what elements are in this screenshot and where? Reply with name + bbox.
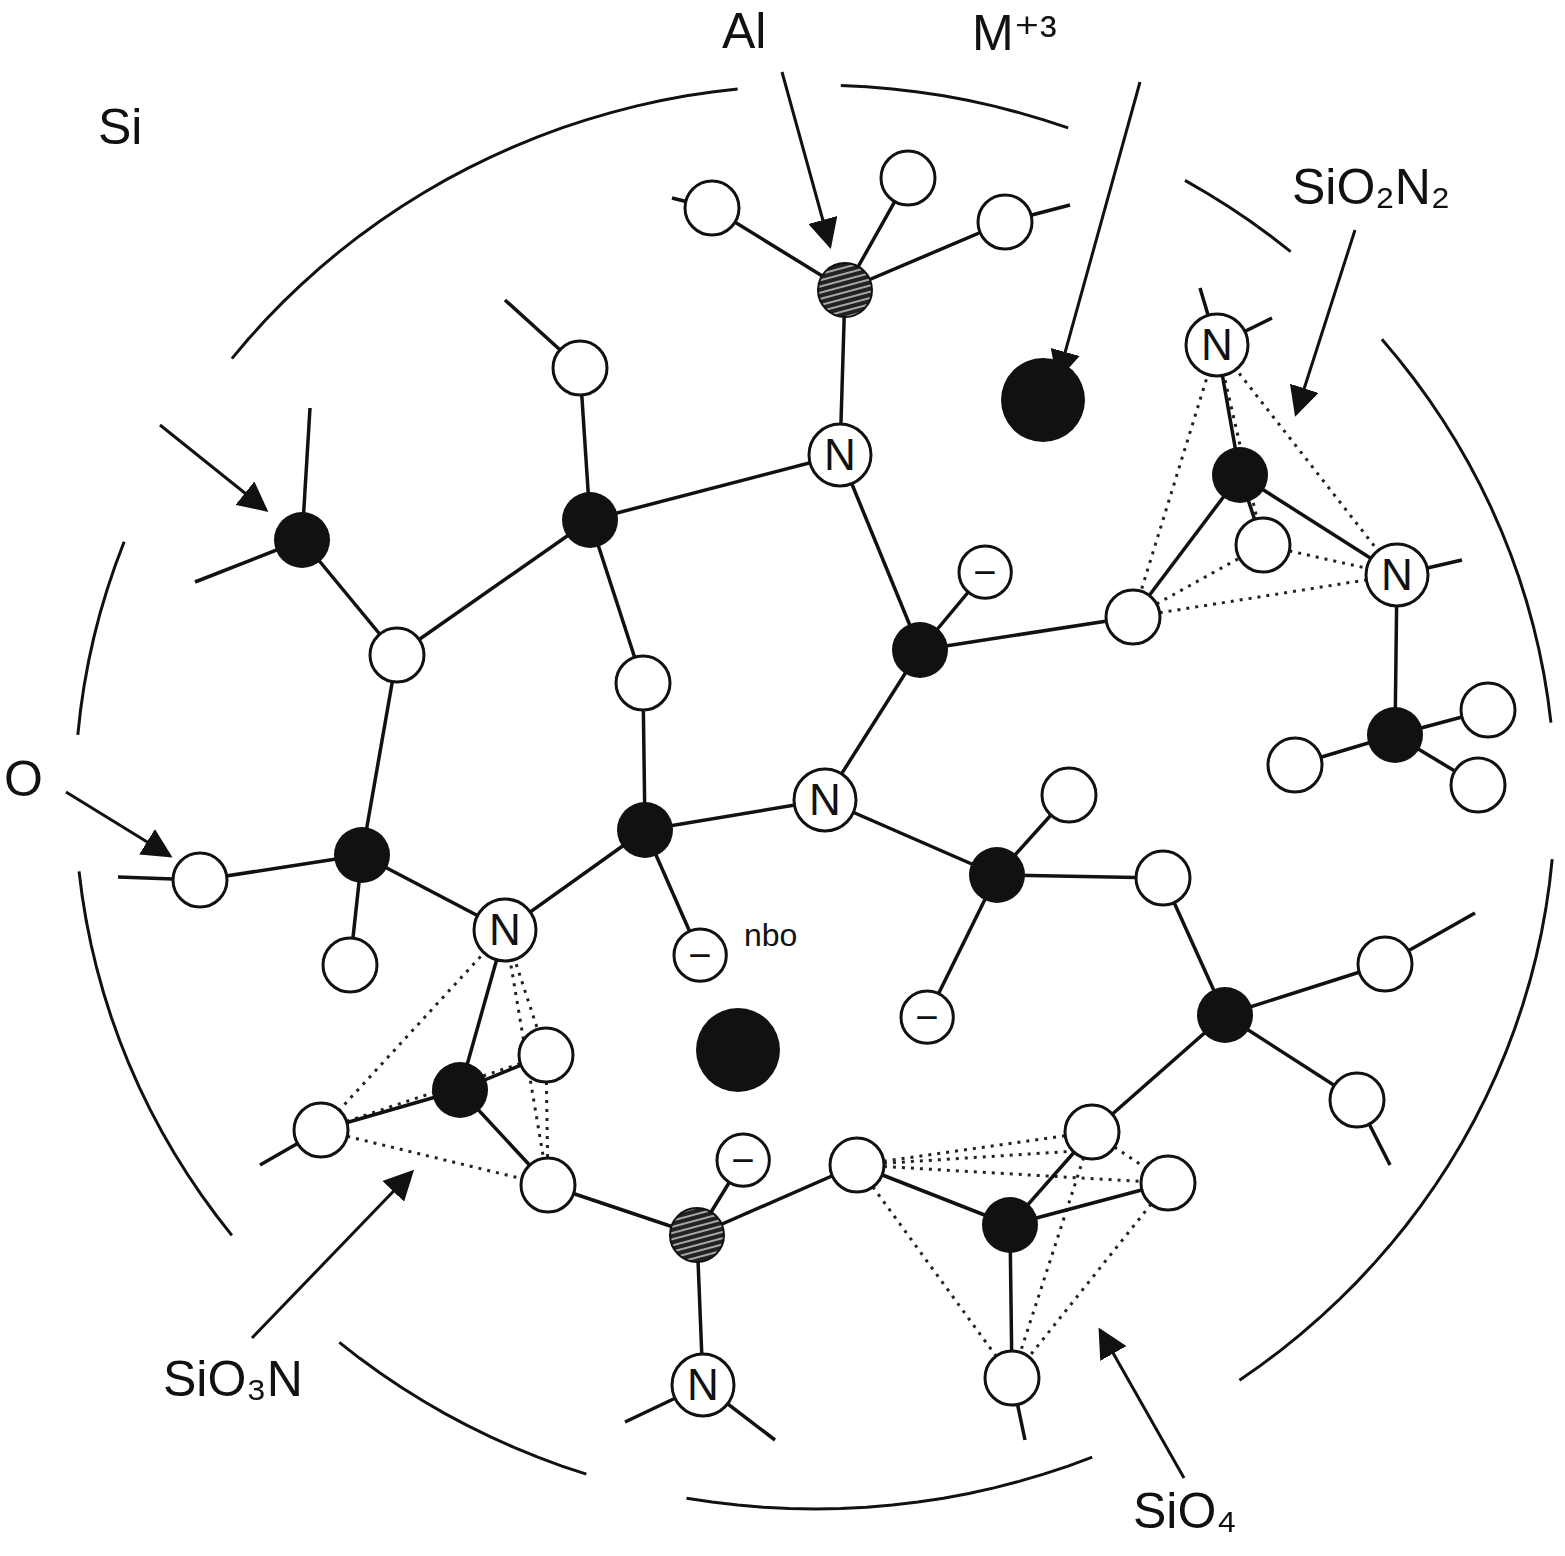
boundary-circle [78, 85, 1552, 1509]
atom-circle [794, 769, 856, 831]
nitrogen-atom: N [792, 767, 858, 833]
atom-symbol: N [824, 433, 856, 477]
nonbridging-oxygen: − [715, 1132, 771, 1188]
atom-symbol: − [688, 935, 711, 975]
boundary-arc [687, 1457, 1093, 1509]
atom-symbol: N [687, 1363, 719, 1407]
tetrahedron-outline [321, 345, 1397, 1378]
atom-symbol: N [809, 778, 841, 822]
atom-circle [959, 546, 1011, 598]
nitrogen-atom: N [807, 422, 873, 488]
boundary-arc [1185, 180, 1291, 251]
bond [118, 178, 1488, 1440]
boundary-arc [1382, 339, 1551, 722]
nonbridging-oxygen: − [672, 927, 728, 983]
nonbridging-oxygen: − [957, 544, 1013, 600]
oxygen-atom [173, 151, 1515, 1405]
nonbridging-oxygen: − [899, 989, 955, 1045]
atom-circle [717, 1134, 769, 1186]
nitrogen-atom: N [670, 1352, 736, 1418]
atom-circle [1366, 544, 1428, 606]
boundary-arc [841, 85, 1068, 128]
nitrogen-atom: N [472, 897, 538, 963]
atom-circle [901, 991, 953, 1043]
atom-symbol: N [1381, 553, 1413, 597]
atom-symbol: − [973, 552, 996, 592]
atom-circle [1186, 314, 1248, 376]
atom-symbol: − [915, 997, 938, 1037]
leader-arrow [66, 72, 1355, 1478]
atom-symbol: N [1201, 323, 1233, 367]
boundary-arc [1239, 859, 1552, 1380]
boundary-arc [339, 1342, 586, 1474]
boundary-arc [232, 89, 738, 359]
atom-symbol: N [489, 908, 521, 952]
boundary-arc [78, 542, 124, 735]
atom-circle [674, 929, 726, 981]
atom-symbol: − [731, 1140, 754, 1180]
silicon-atom [274, 447, 1423, 1253]
modifier-cation [696, 358, 1085, 1092]
atom-circle [474, 899, 536, 961]
aluminium-atom [670, 263, 872, 1262]
nitrogen-atom: N [1184, 312, 1250, 378]
atom-circle [809, 424, 871, 486]
nitrogen-atom: N [1364, 542, 1430, 608]
atom-circle [672, 1354, 734, 1416]
boundary-arc [79, 871, 232, 1235]
